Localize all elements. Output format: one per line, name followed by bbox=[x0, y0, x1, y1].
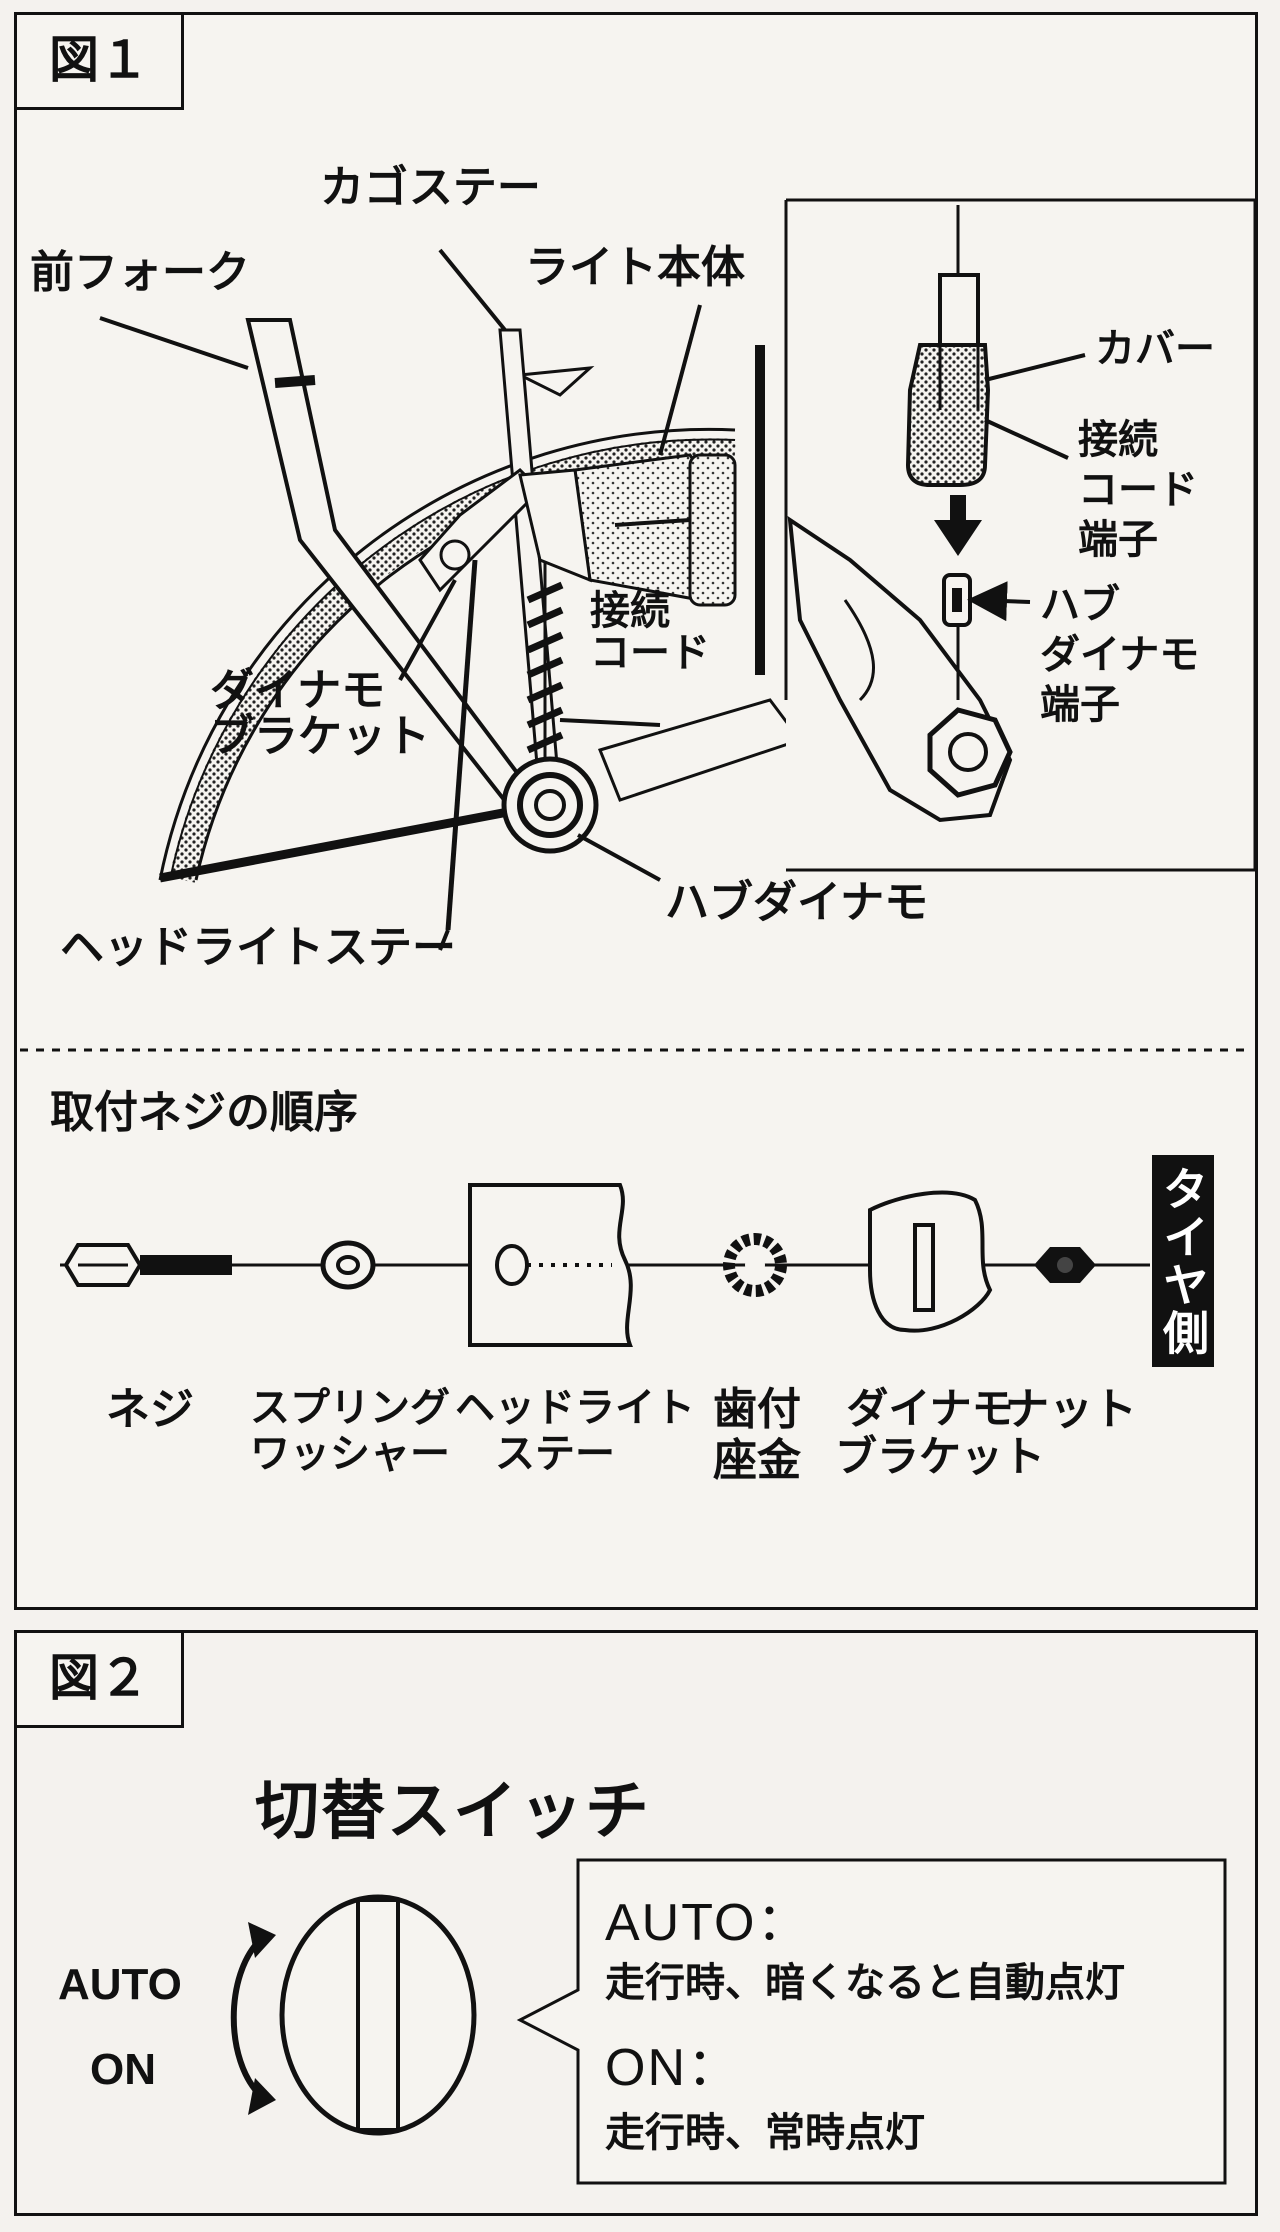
note-auto-text: 走行時、暗くなると自動点灯 bbox=[605, 1960, 1125, 2006]
terminal-inset bbox=[784, 198, 1257, 872]
note-on-text: 走行時、常時点灯 bbox=[605, 2110, 925, 2156]
part-label-dynamo-bracket: ダイナモ ブラケット bbox=[835, 1384, 1046, 1482]
spoke bbox=[159, 800, 546, 883]
label-light-body: ライト本体 bbox=[525, 242, 745, 293]
wheel-tire bbox=[158, 366, 736, 883]
callout-box bbox=[516, 1858, 1227, 2185]
spring-washer-part bbox=[320, 1240, 376, 1290]
label-headlight-stay: ヘッドライトステー bbox=[60, 922, 456, 973]
part-label-toothed-washer: 歯付 座金 bbox=[713, 1384, 801, 1486]
label-cover: カバー bbox=[1095, 326, 1215, 372]
label-hub-dynamo: ハブダイナモ bbox=[665, 877, 929, 928]
figure-2-panel: 図２ bbox=[14, 1630, 1258, 2216]
label-hub-terminal: ハブ ダイナモ 端子 bbox=[1040, 582, 1200, 728]
mode-label-auto: AUTO bbox=[58, 1960, 182, 2009]
label-basket-stay: カゴステー bbox=[320, 162, 541, 213]
label-cord-terminal: 接続 コード 端子 bbox=[1078, 417, 1198, 563]
dynamo-bracket-piece bbox=[868, 1190, 993, 1333]
label-dynamo-bracket: ダイナモ ブラケット bbox=[210, 665, 430, 763]
note-on-head: ON： bbox=[605, 2039, 742, 2097]
figure-1-tab: 図１ bbox=[14, 12, 184, 110]
light-body-part bbox=[518, 453, 737, 607]
leader-lines bbox=[99, 248, 1086, 951]
headlight-stay bbox=[445, 559, 478, 931]
tire-side-tag: タイヤ側 bbox=[1152, 1155, 1214, 1367]
switch-knob[interactable] bbox=[279, 1894, 477, 2136]
label-connect-cord: 接続 コード bbox=[590, 588, 710, 676]
hub-dynamo-part bbox=[501, 756, 599, 854]
figure-2-tab: 図２ bbox=[14, 1630, 184, 1728]
nut-part bbox=[1034, 1247, 1096, 1283]
part-label-nut: ナット bbox=[1005, 1384, 1137, 1435]
part-label-spring-washer: スプリング ワッシャー bbox=[250, 1385, 450, 1477]
note-auto-head: AUTO： bbox=[605, 1894, 811, 1952]
switch-title: 切替スイッチ bbox=[255, 1775, 651, 1849]
part-label-headlight-stay: ヘッドライト ステー bbox=[455, 1385, 695, 1477]
rotation-arrow-icon bbox=[230, 1922, 276, 2115]
mode-label-on: ON bbox=[90, 2045, 156, 2094]
headlight-stay-plate bbox=[468, 1183, 633, 1347]
toothed-washer-part bbox=[723, 1233, 787, 1297]
connect-cord bbox=[526, 560, 564, 760]
sequence-title: 取付ネジの順序 bbox=[50, 1087, 358, 1138]
part-label-screw: ネジ bbox=[106, 1384, 194, 1435]
screw-part bbox=[63, 1243, 232, 1287]
label-front-fork: 前フォーク bbox=[30, 247, 250, 298]
